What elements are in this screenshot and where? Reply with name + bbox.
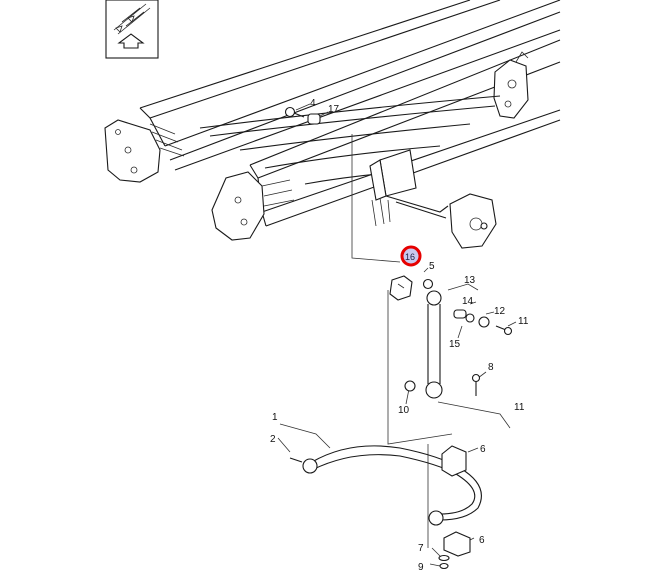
callout-13: 13 <box>464 275 476 286</box>
stabilizer-bracket <box>389 275 413 301</box>
stabilizer-link <box>425 290 443 399</box>
callout-6a: 6 <box>480 444 486 455</box>
callout-14: 14 <box>462 296 474 307</box>
callout-9: 9 <box>418 562 424 573</box>
highlight-ring <box>400 245 422 267</box>
callout-11b: 11 <box>514 402 525 413</box>
callout-6b: 6 <box>479 535 485 546</box>
rear-bracket <box>493 51 529 119</box>
frame-rail-lower <box>211 39 561 241</box>
frame-rail-upper <box>104 0 561 183</box>
link-hardware-upper <box>453 309 513 336</box>
bottom-hardware <box>438 554 450 570</box>
callout-16[interactable]: 16 <box>405 252 415 262</box>
nut-part <box>422 278 434 290</box>
forward-arrow-icon <box>117 33 145 49</box>
leaf-spring <box>199 95 501 185</box>
callout-1: 1 <box>272 412 278 423</box>
clamp-part <box>441 445 471 557</box>
callout-5: 5 <box>429 261 435 272</box>
callout-12: 12 <box>494 306 506 317</box>
callout-15: 15 <box>449 339 461 350</box>
callout-2: 2 <box>270 434 276 445</box>
callout-8: 8 <box>488 362 494 373</box>
bolt-part <box>284 106 305 118</box>
callout-11a: 11 <box>518 316 529 327</box>
callout-7: 7 <box>418 543 424 554</box>
callout-labels: 1 2 4 5 6 6 7 8 9 10 11 11 12 13 14 15 1… <box>270 98 529 573</box>
axle-assembly <box>369 149 497 249</box>
callout-4: 4 <box>310 98 316 109</box>
bush-part <box>307 113 321 125</box>
callout-17: 17 <box>328 104 340 115</box>
orientation-key <box>105 0 159 59</box>
link-hardware-lower <box>404 373 481 396</box>
callout-10: 10 <box>398 405 410 416</box>
